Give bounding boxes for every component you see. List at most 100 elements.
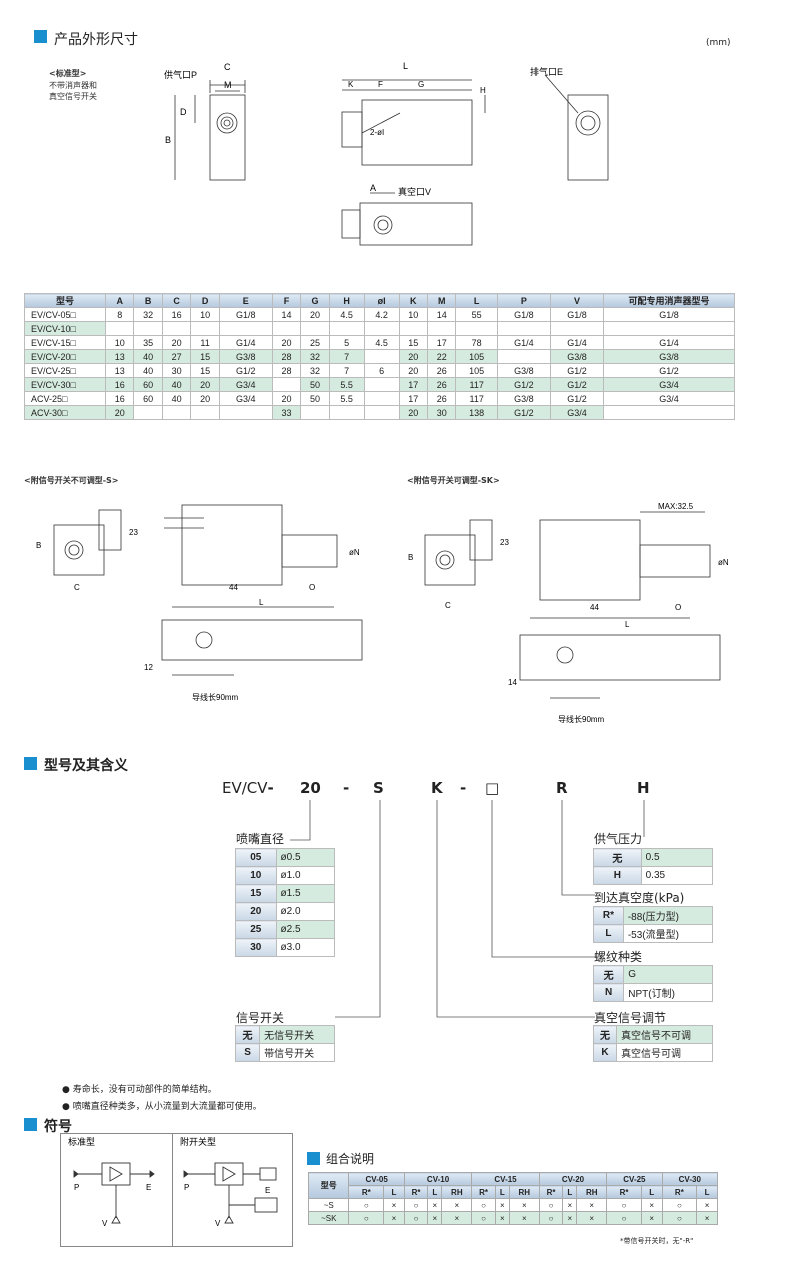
dimension-drawings: 供气口P C M D B L K F G H 2-øI 排气口E A 真空口V — [164, 61, 609, 246]
combo-group: CV-15 — [471, 1172, 540, 1186]
spec-cell — [603, 405, 735, 420]
sk-14: 14 — [508, 678, 517, 687]
spec-cell: G3/8 — [496, 363, 551, 378]
spec-cell: 15 — [398, 335, 429, 350]
combo-group: CV-10 — [403, 1172, 473, 1186]
spec-header: L — [455, 293, 498, 308]
vacuum-title: 到达真空度(kPa) — [594, 891, 685, 905]
spec-cell — [603, 321, 735, 336]
option-code: 15 — [235, 884, 277, 903]
spec-cell — [363, 349, 400, 364]
spec-cell: EV/CV-25□ — [24, 363, 106, 378]
spec-cell: 20 — [271, 391, 302, 406]
std-type-line2: 真空信号开关 — [49, 92, 97, 101]
combo-group: CV-05 — [348, 1172, 405, 1186]
section-marker — [24, 757, 37, 770]
combo-cell: ~S — [307, 1198, 350, 1212]
combo-row: ~S○×○××○××○××○×○× — [307, 1198, 718, 1212]
spec-cell — [161, 321, 192, 336]
option-code: S — [234, 1043, 261, 1062]
option-value: ø2.0 — [275, 902, 336, 921]
sig-s-drawing: 23 B C 44 O L øN 12 导线长90mm — [36, 504, 363, 702]
combo-cell: ○ — [471, 1198, 496, 1212]
spec-cell: 13 — [104, 349, 135, 364]
spec-cell: 35 — [133, 335, 163, 350]
sig-sk-title: <附信号开关可调型-SK> — [407, 476, 500, 485]
pressure-title: 供气压力 — [594, 832, 643, 846]
label-phi: 2-øI — [370, 128, 384, 137]
spec-cell — [104, 321, 135, 336]
sk-23: 23 — [500, 538, 509, 547]
spec-cell: 40 — [161, 391, 192, 406]
spec-header: M — [427, 293, 457, 308]
s-12: 12 — [144, 663, 153, 672]
spec-cell: 26 — [427, 391, 457, 406]
spec-cell: 40 — [133, 349, 163, 364]
spec-cell — [190, 321, 220, 336]
combo-group: CV-25 — [606, 1172, 663, 1186]
option-code: N — [592, 983, 625, 1002]
option-row: R*-88(压力型) — [593, 906, 714, 925]
symbol-std-E: E — [146, 1183, 151, 1192]
spec-cell: 26 — [427, 377, 457, 392]
option-value: ø2.5 — [275, 920, 336, 939]
spec-cell: G1/2 — [549, 391, 605, 406]
option-value: ø3.0 — [275, 938, 336, 957]
spec-cell: 28 — [271, 349, 302, 364]
option-code: 无 — [592, 965, 625, 984]
spec-cell — [363, 321, 400, 336]
combo-cell: ○ — [606, 1211, 642, 1225]
spec-cell: 30 — [161, 363, 192, 378]
spec-cell: EV/CV-15□ — [24, 335, 106, 350]
combo-group: CV-30 — [661, 1172, 719, 1186]
spec-cell: 20 — [190, 391, 220, 406]
spec-cell: 20 — [300, 307, 330, 322]
option-code: L — [593, 924, 624, 943]
combo-sub: L — [494, 1185, 510, 1199]
spec-cell: G1/2 — [603, 363, 735, 378]
label-supply-port: 供气口P — [164, 69, 197, 80]
combo-sub: RH — [441, 1185, 473, 1199]
spec-cell: G1/8 — [496, 307, 551, 322]
note-1: ● 寿命长，没有可动部件的简单结构。 — [62, 1085, 217, 1095]
option-code: 30 — [235, 938, 277, 957]
section-title-dimensions: 产品外形尺寸 — [54, 32, 138, 48]
combo-row: ~SK○×○××○××○××○×○× — [307, 1211, 718, 1225]
spec-cell: ACV-25□ — [24, 391, 106, 406]
option-value: 无信号开关 — [259, 1025, 335, 1044]
spec-cell — [300, 405, 330, 420]
spec-header: P — [496, 293, 551, 308]
sk-C: C — [445, 601, 451, 610]
code-pressure: H — [637, 779, 650, 797]
spec-cell: 15 — [190, 363, 220, 378]
code-dash2: - — [343, 779, 350, 797]
section-title-model: 型号及其含义 — [44, 758, 128, 774]
option-value: 带信号开关 — [259, 1043, 335, 1062]
combo-cell: ~SK — [307, 1211, 350, 1225]
sk-O: O — [675, 603, 681, 612]
sk-44: 44 — [590, 603, 599, 612]
option-value: 真空信号不可调 — [616, 1025, 713, 1044]
label-vacuum-port: 真空口V — [398, 186, 431, 197]
spec-cell: 14 — [427, 307, 457, 322]
option-value: 0.35 — [640, 866, 714, 885]
combo-cell: ○ — [661, 1211, 698, 1225]
spec-cell: G1/2 — [549, 363, 605, 378]
combo-sub: L — [383, 1185, 405, 1199]
option-code: 无 — [234, 1025, 261, 1044]
sk-B: B — [408, 553, 413, 562]
std-type-line1: 不带消声器和 — [49, 81, 97, 90]
combo-cell: × — [576, 1198, 608, 1212]
code-vacadj: K — [431, 779, 443, 797]
spec-header: F — [271, 293, 302, 308]
option-code: 无 — [592, 1025, 618, 1044]
spec-cell: 4.5 — [363, 335, 400, 350]
label-M: M — [224, 80, 232, 90]
